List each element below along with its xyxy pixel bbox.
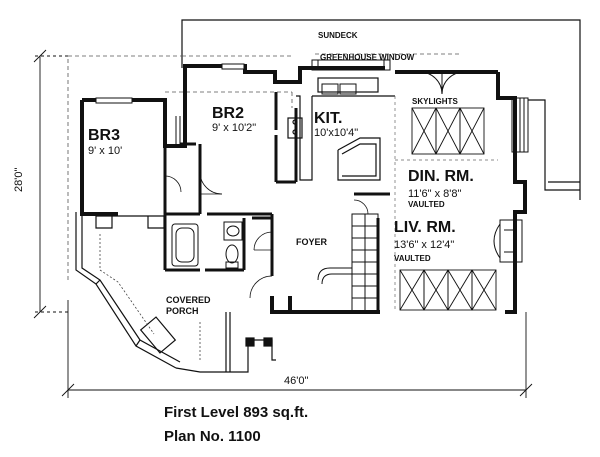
sundeck-label: SUNDECK [318, 31, 358, 40]
foyer-label: FOYER [296, 237, 328, 247]
din-note: VAULTED [408, 200, 445, 209]
kit-name: KIT. [314, 110, 342, 127]
liv-size: 13'6" x 12'4" [394, 239, 454, 251]
liv-name: LIV. RM. [394, 219, 456, 236]
interior-walls [163, 92, 390, 312]
bath-fixtures [171, 221, 243, 269]
skylights-label: SKYLIGHTS [412, 97, 458, 106]
din-name: DIN. RM. [408, 168, 474, 185]
din-size: 11'6" x 8'8" [408, 188, 461, 200]
caption-plan: Plan No. 1100 [164, 428, 261, 445]
sundeck-outline [181, 19, 581, 200]
exterior-walls [80, 64, 527, 314]
br2-name: BR2 [212, 105, 244, 122]
depth-dimension: 28'0" [13, 168, 25, 192]
caption-area: First Level 893 sq.ft. [164, 404, 309, 421]
width-dimension: 46'0" [284, 375, 308, 387]
dimension-lines [33, 49, 533, 398]
skylights [399, 107, 497, 311]
covered-porch [75, 212, 276, 373]
greenhouse-window [311, 59, 391, 95]
kit-size: 10'x10'4" [314, 127, 358, 139]
br2-size: 9' x 10'2" [212, 122, 256, 134]
kitchen-counters [287, 77, 395, 181]
liv-note: VAULTED [394, 254, 431, 263]
greenhouse-label: GREENHOUSE WINDOW [320, 53, 415, 62]
vault-lines [394, 96, 498, 312]
porch-label-line2: PORCH [166, 306, 199, 316]
br3-size: 9' x 10' [88, 145, 122, 157]
patio-doors [419, 71, 529, 263]
stairs [317, 213, 379, 313]
porch-label-line1: COVERED [166, 295, 211, 305]
door-swings [164, 171, 369, 299]
bedroom-windows [95, 63, 245, 146]
porch-railing [99, 234, 201, 360]
br3-name: BR3 [88, 127, 120, 144]
